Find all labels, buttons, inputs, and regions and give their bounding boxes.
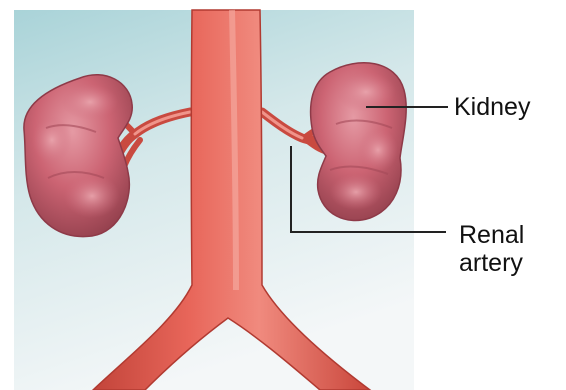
renal-artery-label-line2: artery bbox=[459, 249, 523, 277]
left-kidney bbox=[24, 75, 132, 237]
renal-artery-label-line1: Renal bbox=[459, 221, 524, 249]
right-kidney bbox=[311, 63, 407, 221]
kidney-label: Kidney bbox=[454, 93, 530, 121]
